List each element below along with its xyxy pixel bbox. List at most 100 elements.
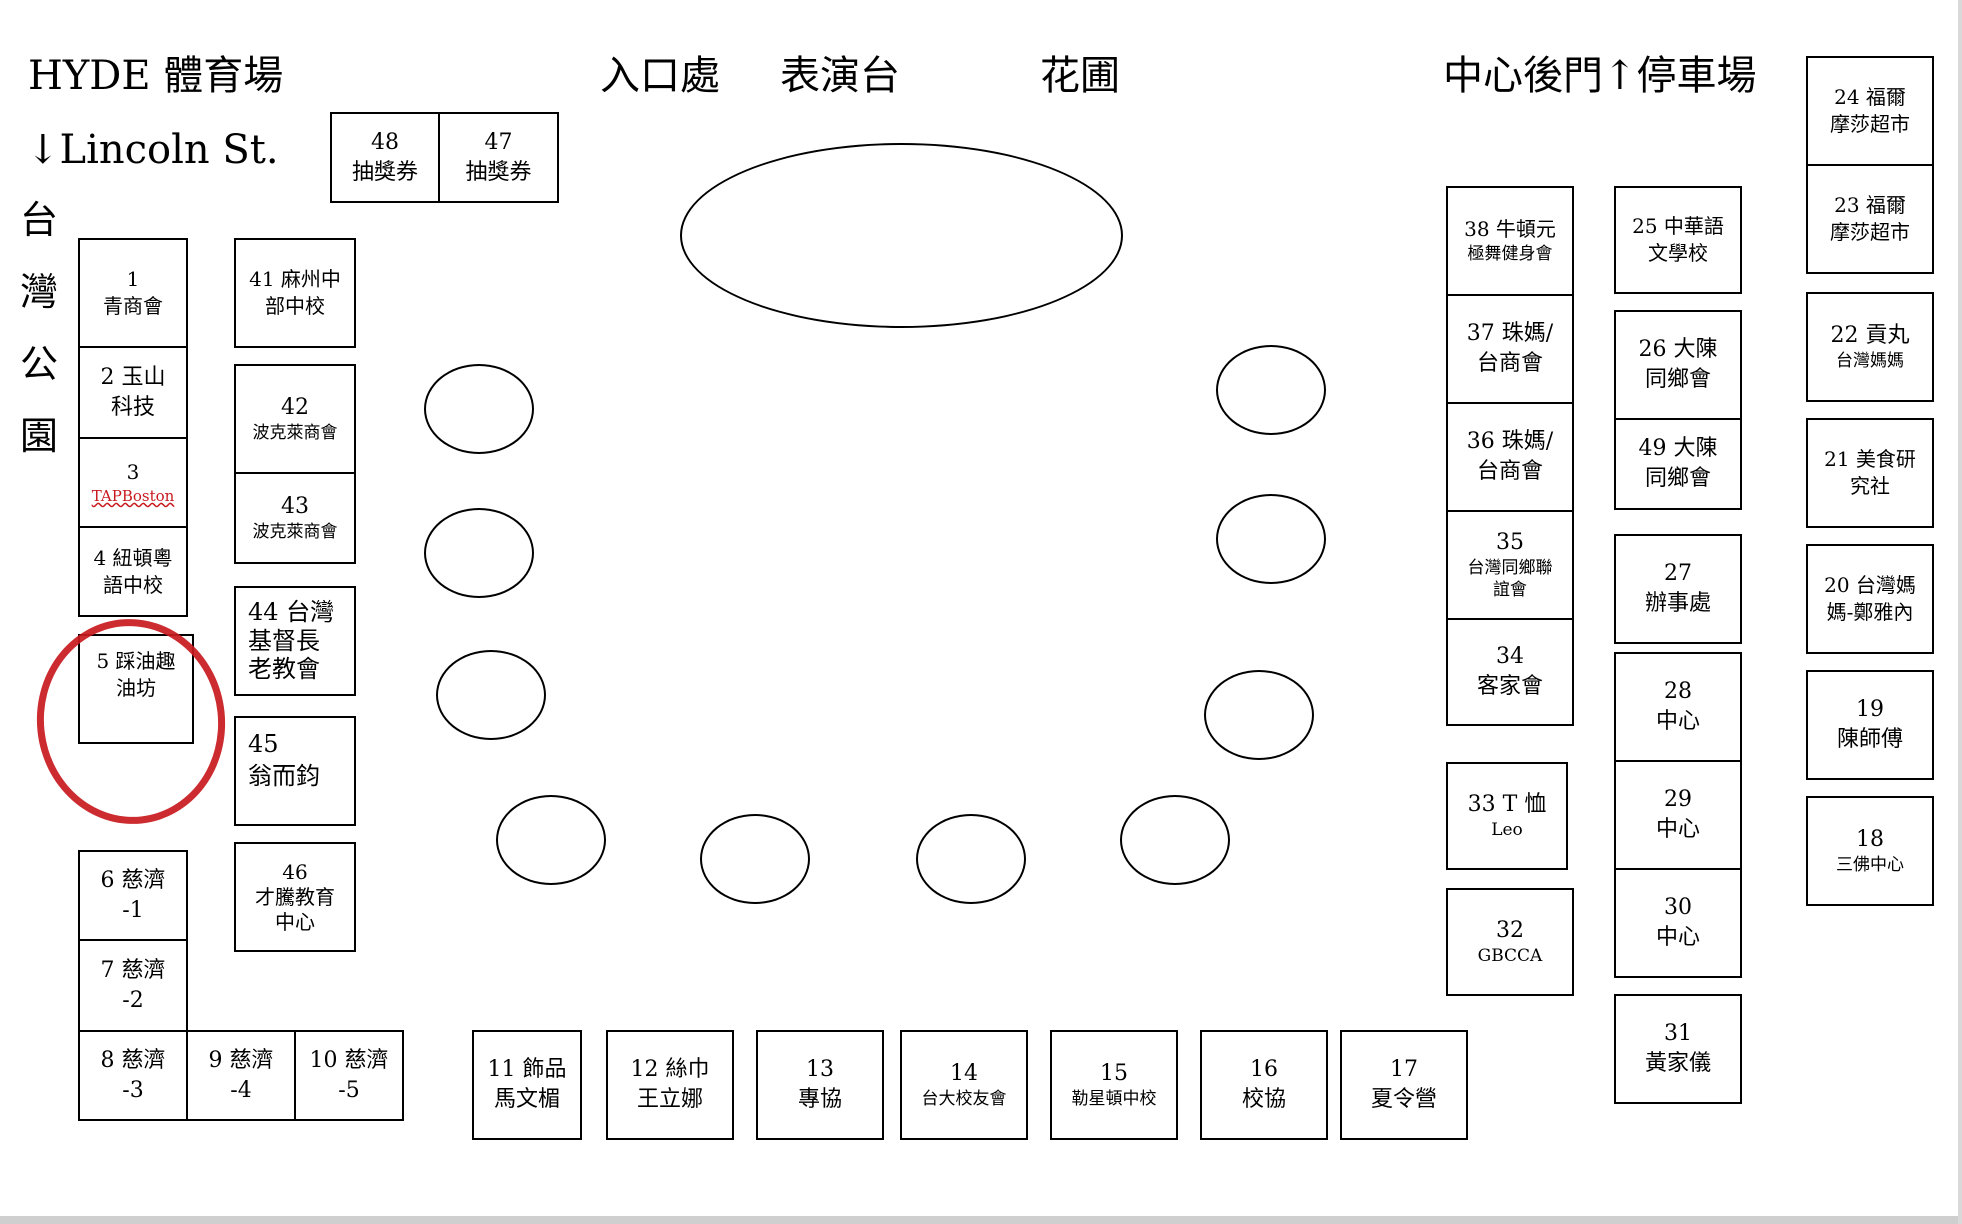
booth-3[interactable]: 3 TAPBoston <box>78 437 188 528</box>
table-circle <box>1216 494 1326 584</box>
booth-5[interactable]: 5 踩油趣 油坊 <box>78 634 194 744</box>
booth-37[interactable]: 37 珠媽/ 台商會 <box>1446 294 1574 404</box>
park-char: 公 <box>19 342 58 386</box>
booth-17[interactable]: 17 夏令營 <box>1340 1030 1468 1140</box>
booth-14[interactable]: 14 台大校友會 <box>900 1030 1028 1140</box>
booth-number: 7 慈濟 <box>100 957 166 983</box>
booth-44[interactable]: 44 台灣 基督長 老教會 <box>234 586 356 696</box>
booth-28[interactable]: 28 中心 <box>1614 652 1742 762</box>
booth-15[interactable]: 15 勒星頓中校 <box>1050 1030 1178 1140</box>
booth-18[interactable]: 18 三佛中心 <box>1806 796 1934 906</box>
booth-number: 9 慈濟 <box>208 1047 274 1073</box>
booth-23[interactable]: 23 福爾 摩莎超市 <box>1806 164 1934 274</box>
booth-number: 5 踩油趣 <box>96 649 176 673</box>
booth-name: -1 <box>122 897 144 923</box>
booth-12[interactable]: 12 絲巾 王立娜 <box>606 1030 734 1140</box>
booth-49[interactable]: 49 大陳 同鄉會 <box>1614 418 1742 510</box>
booth-34[interactable]: 34 客家會 <box>1446 618 1574 726</box>
booth-29[interactable]: 29 中心 <box>1614 760 1742 870</box>
booth-47[interactable]: 47 抽獎券 <box>438 112 559 203</box>
booth-number: 23 福爾 <box>1834 193 1906 217</box>
table-circle <box>1120 795 1230 885</box>
booth-42[interactable]: 42 波克萊商會 <box>234 364 356 474</box>
booth-48[interactable]: 48 抽獎券 <box>330 112 440 203</box>
booth-name: 翁而鈞 <box>248 762 320 791</box>
booth-45[interactable]: 45 翁而鈞 <box>234 716 356 826</box>
booth-35[interactable]: 35 台灣同鄉聯 誼會 <box>1446 510 1574 620</box>
booth-20[interactable]: 20 台灣媽 媽-鄭雅內 <box>1806 544 1934 654</box>
booth-22[interactable]: 22 貢丸 台灣媽媽 <box>1806 292 1934 402</box>
booth-name: 才騰教育 <box>255 884 335 909</box>
booth-41[interactable]: 41 麻州中 部中校 <box>234 238 356 348</box>
booth-8[interactable]: 8 慈濟 -3 <box>78 1030 188 1121</box>
booth-16[interactable]: 16 校協 <box>1200 1030 1328 1140</box>
booth-number: 24 福爾 <box>1834 85 1906 109</box>
booth-25[interactable]: 25 中華語 文學校 <box>1614 186 1742 294</box>
booth-name: 台大校友會 <box>921 1089 1007 1110</box>
booth-number: 46 <box>282 859 308 884</box>
booth-name: 勒星頓中校 <box>1071 1089 1157 1110</box>
window-right-edge <box>1958 0 1962 1224</box>
booth-13[interactable]: 13 專協 <box>756 1030 884 1140</box>
table-circle <box>496 795 606 885</box>
booth-name: 青商會 <box>103 294 163 318</box>
booth-number: 41 麻州中 <box>249 267 341 291</box>
booth-32[interactable]: 32 GBCCA <box>1446 888 1574 996</box>
booth-number: 45 <box>248 730 279 758</box>
booth-name: 中心 <box>1655 817 1700 842</box>
table-circle <box>1204 670 1314 760</box>
booth-number: 18 <box>1856 826 1884 852</box>
booth-7[interactable]: 7 慈濟 -2 <box>78 939 188 1032</box>
booth-number: 16 <box>1250 1057 1278 1083</box>
booth-4[interactable]: 4 紐頓粵 語中校 <box>78 526 188 617</box>
booth-name: 誼會 <box>1493 580 1527 601</box>
booth-38[interactable]: 38 牛頓元 極舞健身會 <box>1446 186 1574 296</box>
park-char: 灣 <box>19 270 58 314</box>
booth-19[interactable]: 19 陳師傅 <box>1806 670 1934 780</box>
booth-name: 摩莎超市 <box>1830 220 1910 244</box>
booth-33[interactable]: 33 T 恤 Leo <box>1446 762 1568 870</box>
booth-36[interactable]: 36 珠媽/ 台商會 <box>1446 402 1574 512</box>
booth-number: 4 紐頓粵 <box>93 545 173 570</box>
table-circle <box>424 508 534 598</box>
booth-6[interactable]: 6 慈濟 -1 <box>78 850 188 941</box>
booth-name: 抽獎券 <box>351 159 418 185</box>
highlight-circle <box>26 609 236 834</box>
booth-30[interactable]: 30 中心 <box>1614 868 1742 978</box>
booth-number: 29 <box>1664 787 1692 813</box>
booth-21[interactable]: 21 美食研 究社 <box>1806 418 1934 528</box>
booth-name: 黃家儀 <box>1644 1051 1711 1076</box>
booth-11[interactable]: 11 飾品 馬文楣 <box>472 1030 582 1140</box>
booth-1[interactable]: 1 青商會 <box>78 238 188 348</box>
booth-number: 44 台灣 <box>248 597 335 626</box>
booth-46[interactable]: 46 才騰教育 中心 <box>234 842 356 952</box>
park-char: 台 <box>19 198 58 242</box>
booth-number: 30 <box>1664 895 1692 921</box>
booth-number: 28 <box>1664 679 1692 705</box>
booth-name: 台商會 <box>1476 459 1543 484</box>
booth-2[interactable]: 2 玉山 科技 <box>78 346 188 439</box>
booth-name: 油坊 <box>116 676 156 700</box>
booth-name: 波克萊商會 <box>252 423 338 444</box>
booth-9[interactable]: 9 慈濟 -4 <box>186 1030 296 1121</box>
booth-number: 42 <box>281 394 309 420</box>
booth-name: -5 <box>338 1077 360 1103</box>
booth-number: 48 <box>371 129 399 155</box>
table-circle <box>424 364 534 454</box>
booth-27[interactable]: 27 辦事處 <box>1614 534 1742 644</box>
booth-name: -3 <box>122 1077 144 1103</box>
booth-number: 1 <box>126 267 140 291</box>
booth-name: 老教會 <box>248 655 320 684</box>
booth-name: 同鄉會 <box>1644 466 1711 491</box>
booth-10[interactable]: 10 慈濟 -5 <box>294 1030 404 1121</box>
booth-26[interactable]: 26 大陳 同鄉會 <box>1614 310 1742 420</box>
booth-number: 15 <box>1100 1060 1128 1086</box>
booth-name: 基督長 <box>248 626 320 655</box>
booth-name: 台商會 <box>1476 351 1543 376</box>
booth-name: 中心 <box>1655 709 1700 734</box>
booth-name: 夏令營 <box>1370 1087 1437 1112</box>
booth-43[interactable]: 43 波克萊商會 <box>234 472 356 564</box>
booth-31[interactable]: 31 黃家儀 <box>1614 994 1742 1104</box>
booth-name: 客家會 <box>1476 674 1543 699</box>
booth-24[interactable]: 24 福爾 摩莎超市 <box>1806 56 1934 166</box>
